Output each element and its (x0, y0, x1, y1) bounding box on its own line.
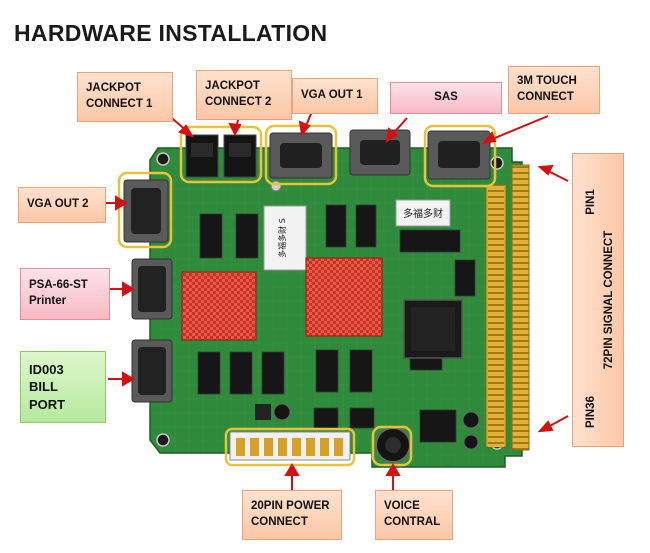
label-jackpot-connect-1-line2: CONNECT 1 (86, 98, 153, 110)
label-sas: SAS (390, 82, 502, 114)
chip-sticker-a-text: 多福多财 (403, 207, 443, 220)
label-voice-contral: VOICE CONTRAL (375, 490, 453, 540)
label-pin36: PIN36 (585, 396, 597, 428)
label-20pin-power-connect: 20PIN POWER CONNECT (242, 490, 342, 540)
highlight-outlines (117, 124, 497, 467)
label-jackpot-connect-2-line2: CONNECT 2 (205, 96, 272, 108)
voice-knob (375, 427, 411, 463)
jackpot-connectors (185, 134, 257, 178)
chip-sticker-b (263, 205, 307, 271)
label-voice-line2: CONTRAL (384, 516, 441, 528)
label-jackpot-connect-1: JACKPOT CONNECT 1 (77, 72, 173, 122)
heatsink-left (181, 271, 257, 341)
label-3m-touch-connect: 3M TOUCH CONNECT (508, 66, 600, 114)
label-jackpot-connect-2: JACKPOT CONNECT 2 (196, 70, 292, 120)
label-jackpot-connect-1-line1: JACKPOT (86, 82, 141, 95)
label-printer-line1: PSA-66-ST (29, 279, 88, 292)
label-vga-out-2-text: VGA OUT 2 (27, 198, 89, 211)
label-psa-66-st-printer: PSA-66-ST Printer (20, 268, 110, 320)
label-vga-out-2: VGA OUT 2 (18, 187, 106, 223)
label-power-line1: 20PIN POWER (251, 500, 330, 513)
label-bill-line3: PORT (29, 396, 66, 412)
label-id003-bill-port: ID003 BILL PORT (20, 351, 106, 423)
label-bill-line1: ID003 (29, 361, 64, 377)
label-3m-touch-line2: CONNECT (517, 91, 574, 103)
chip-sticker-a (395, 199, 451, 227)
label-3m-touch-line1: 3M TOUCH (517, 75, 577, 88)
heatsink-center (305, 257, 383, 337)
passive-components (255, 180, 480, 450)
top-db-connectors (269, 129, 491, 180)
power-connector (229, 431, 351, 461)
edge-connector-72pin (511, 164, 530, 451)
memory-chips (197, 204, 476, 443)
label-vga-out-1-text: VGA OUT 1 (301, 89, 363, 102)
left-db-connectors (123, 179, 173, 403)
label-pin1: PIN1 (585, 189, 597, 215)
page-title: HARDWARE INSTALLATION (14, 20, 328, 46)
label-jackpot-connect-2-line1: JACKPOT (205, 80, 260, 93)
label-power-line2: CONNECT (251, 516, 308, 528)
label-printer-line2: Printer (29, 295, 67, 307)
chip-sticker-b-text: 多福多财 S (277, 218, 287, 258)
label-vga-out-1: VGA OUT 1 (292, 78, 378, 114)
label-72pin-signal-text: 72PIN SIGNAL CONNECT (603, 230, 615, 370)
label-72pin-signal-connect: PIN1 PIN36 72PIN SIGNAL CONNECT (572, 153, 624, 447)
label-sas-text: SAS (434, 91, 458, 104)
label-bill-line2: BILL (29, 379, 58, 395)
label-voice-line1: VOICE (384, 500, 420, 513)
